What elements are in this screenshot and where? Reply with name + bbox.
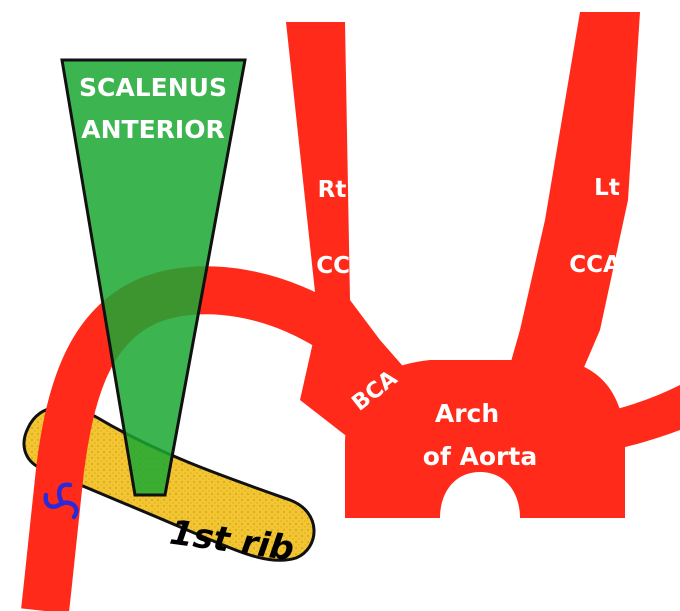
scalenus-label-line2: ANTERIOR <box>81 115 224 144</box>
scalenus-label-line1: SCALENUS <box>79 73 227 102</box>
triskelion-icon <box>43 482 79 520</box>
arch-label-line1: Arch <box>435 399 499 428</box>
right-cca-bca <box>286 22 415 435</box>
lt-cca-label-line2: CCA <box>569 252 621 278</box>
lt-cca-label-line1: Lt <box>594 175 620 201</box>
rt-cca-label-line1: Rt <box>318 177 347 203</box>
aortic-arch <box>345 360 625 518</box>
rt-cca-label-line2: CCA <box>316 253 368 279</box>
subclavian-artery <box>21 266 360 611</box>
arch-label-line2: of Aorta <box>423 442 537 471</box>
scalenus-anterior-muscle <box>60 58 247 497</box>
left-cca <box>500 12 640 400</box>
